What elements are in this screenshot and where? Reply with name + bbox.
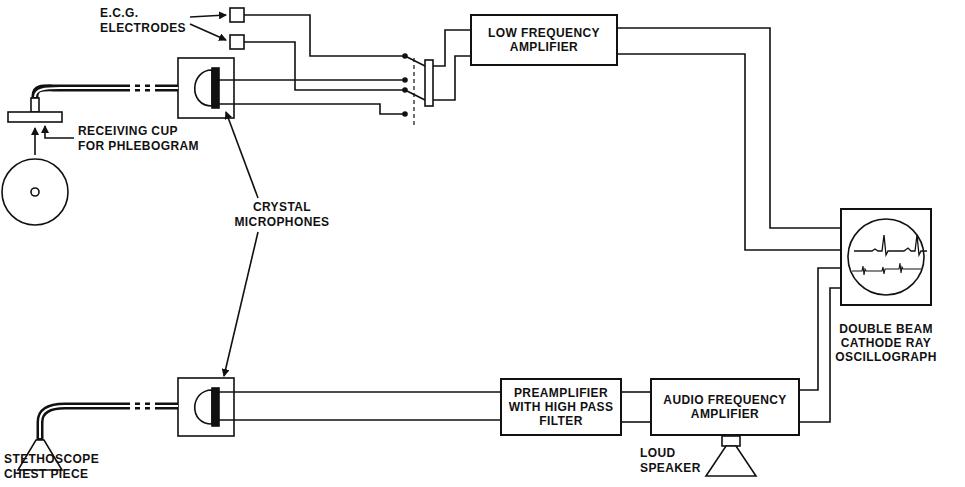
part-label: CRYSTAL MICROPHONES bbox=[232, 200, 332, 230]
switch-contact bbox=[403, 78, 407, 82]
microphone-capsule bbox=[195, 390, 212, 424]
leader-line bbox=[34, 128, 36, 155]
microphone-capsule bbox=[195, 70, 212, 106]
oscillograph-box: DOUBLE BEAM CATHODE RAY OSCILLOGRAPH bbox=[840, 208, 932, 306]
wire bbox=[244, 42, 405, 90]
amplifier-box: AUDIO FREQUENCY AMPLIFIER bbox=[650, 378, 800, 436]
crystal-element bbox=[212, 388, 219, 426]
part-label: STETHOSCOPE CHEST PIECE bbox=[4, 452, 108, 482]
hose-bore bbox=[40, 406, 178, 438]
leader-line bbox=[190, 15, 226, 17]
part-label: E.C.G. ELECTRODES bbox=[100, 6, 188, 36]
amplifier-box: PREAMPLIFIER WITH HIGH PASS FILTER bbox=[500, 378, 622, 436]
device-label: DOUBLE BEAM CATHODE RAY OSCILLOGRAPH bbox=[826, 322, 946, 364]
switch-blade bbox=[405, 56, 425, 66]
wire bbox=[622, 391, 650, 393]
wire-pair bbox=[622, 392, 650, 422]
crystal-microphone bbox=[178, 58, 234, 118]
hose bbox=[40, 406, 125, 440]
wire-pair bbox=[618, 28, 840, 250]
wire bbox=[219, 104, 405, 114]
neck-vessel bbox=[31, 188, 39, 196]
wire bbox=[618, 28, 840, 228]
crystal-element bbox=[212, 68, 219, 108]
wire bbox=[622, 421, 650, 423]
box-label: AUDIO FREQUENCY AMPLIFIER bbox=[652, 393, 798, 421]
wire bbox=[219, 391, 500, 393]
wire bbox=[433, 56, 470, 100]
wire bbox=[219, 419, 500, 421]
leader-line bbox=[226, 112, 258, 198]
switch-blade bbox=[405, 90, 425, 100]
hose-bore bbox=[35, 88, 178, 97]
oscillograph-screen bbox=[842, 210, 930, 304]
neck-outline bbox=[2, 159, 68, 225]
crystal-microphone bbox=[178, 378, 234, 436]
wire bbox=[800, 268, 840, 390]
loud-speaker bbox=[722, 436, 740, 446]
wire bbox=[433, 30, 470, 66]
box-label: LOW FREQUENCY AMPLIFIER bbox=[472, 26, 616, 54]
loud-speaker bbox=[706, 446, 756, 476]
ecg-electrode bbox=[230, 35, 244, 49]
receiving-cup bbox=[31, 98, 39, 112]
box-label: PREAMPLIFIER WITH HIGH PASS FILTER bbox=[502, 386, 620, 428]
part-label: LOUD SPEAKER bbox=[640, 446, 704, 476]
switch-contact bbox=[403, 112, 407, 116]
wire-pair bbox=[800, 268, 840, 422]
wire bbox=[800, 288, 840, 422]
wire bbox=[219, 79, 405, 81]
wire bbox=[618, 54, 840, 250]
wire bbox=[244, 15, 405, 56]
switch-gang bbox=[413, 58, 414, 128]
leader-line bbox=[224, 232, 258, 376]
ecg-electrode bbox=[230, 8, 244, 22]
leader-line bbox=[45, 126, 74, 138]
amplifier-box: LOW FREQUENCY AMPLIFIER bbox=[470, 14, 618, 66]
receiving-cup bbox=[8, 112, 62, 122]
part-label: RECEIVING CUP FOR PHLEBOGRAM bbox=[78, 124, 204, 154]
switch-body bbox=[425, 60, 433, 106]
leader-line bbox=[190, 24, 226, 40]
